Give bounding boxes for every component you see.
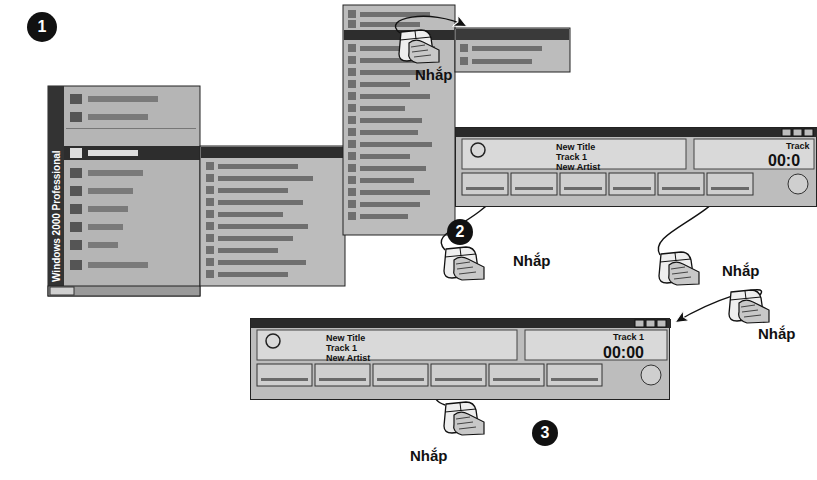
callout-number: 3 [530, 424, 560, 442]
os-banner-text: Windows 2000 Professional [51, 150, 63, 282]
callout-number: 1 [27, 18, 57, 36]
cd-player-window: New TitleTrack 1New ArtistTrack 100:00 [250, 318, 670, 400]
click-label: Nhắp [408, 447, 450, 465]
click-label: Nhắp [413, 66, 455, 84]
click-label: Nhắp [511, 252, 553, 270]
start-menu: Windows 2000 Professional [48, 86, 200, 296]
cd-player-window: New TitleTrack 1New Artist Track00:0 [455, 127, 817, 207]
player-text: Track 1 [613, 332, 644, 342]
window-chrome [456, 128, 817, 208]
player-text: Track [786, 141, 810, 151]
click-label: Nhắp [720, 262, 762, 280]
player-text: New Title [556, 142, 595, 152]
click-label: Nhắp [756, 325, 798, 343]
player-text: New Artist [556, 162, 600, 172]
player-text: New Artist [326, 353, 370, 363]
player-text: New Title [326, 333, 365, 343]
player-text: 00:00 [603, 344, 644, 362]
player-text: Track 1 [556, 152, 587, 162]
callout-number: 2 [445, 223, 475, 241]
player-text: Track 1 [326, 343, 357, 353]
player-text: 00:0 [768, 152, 800, 170]
